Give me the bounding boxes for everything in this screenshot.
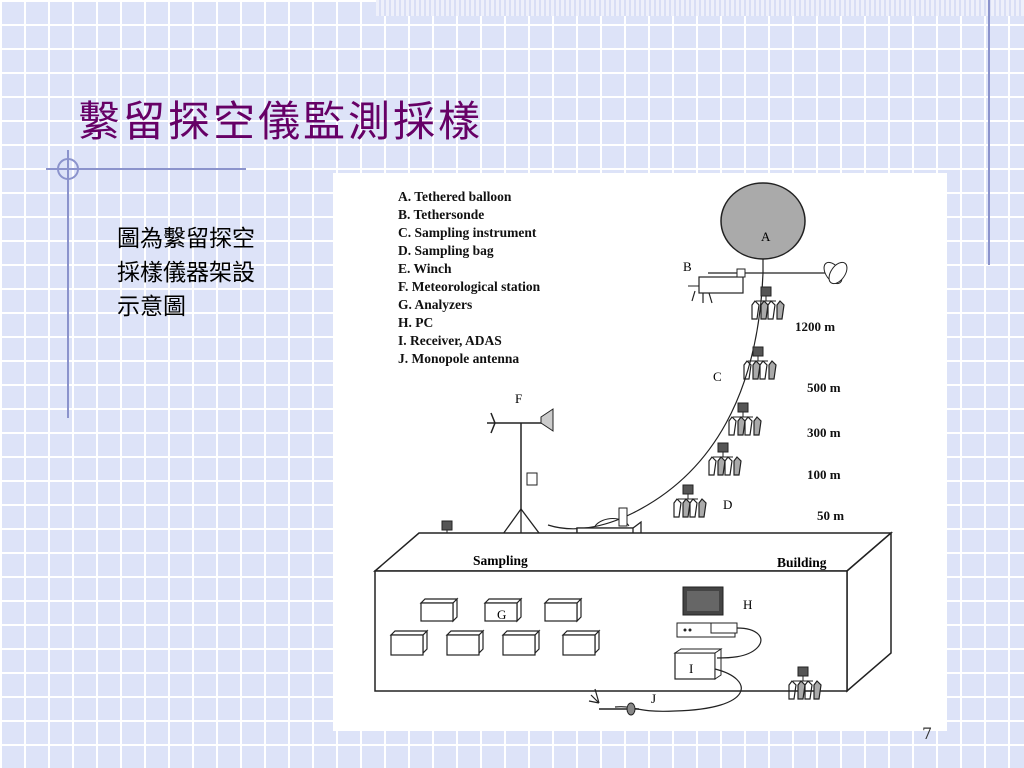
altitude-label: 300 m — [807, 425, 841, 440]
altitude-label: 500 m — [807, 380, 841, 395]
tethersonde-diagram: A. Tethered balloon B. Tethersonde C. Sa… — [333, 173, 947, 731]
label-b: B — [683, 259, 692, 274]
legend-item: D. Sampling bag — [398, 243, 494, 258]
altitude-labels: 1200 m 500 m 300 m 100 m 50 m — [795, 319, 844, 523]
label-d: D — [723, 497, 732, 512]
label-f: F — [515, 391, 522, 406]
legend-item: F. Meteorological station — [398, 279, 541, 294]
legend-item: B. Tethersonde — [398, 207, 484, 222]
sampler-1200m — [752, 287, 784, 319]
left-vertical-rule — [67, 150, 69, 418]
caption-line: 示意圖 — [117, 294, 186, 320]
altitude-label: 100 m — [807, 467, 841, 482]
label-c: C — [713, 369, 722, 384]
pc: H — [676, 586, 752, 638]
caption-line: 採樣儀器架設 — [117, 260, 255, 286]
top-decorative-band — [376, 0, 1024, 16]
diagram-svg: A. Tethered balloon B. Tethersonde C. Sa… — [372, 182, 894, 716]
caption-text: 圖為繫留探空 採樣儀器架設 示意圖 — [117, 222, 327, 324]
caption-line: 圖為繫留探空 — [117, 226, 255, 252]
sampler-50m — [674, 485, 706, 517]
rule-circle-ornament — [57, 158, 79, 180]
legend-item: C. Sampling instrument — [398, 225, 537, 240]
building-label: Building — [777, 555, 827, 570]
monopole-antenna: J — [588, 688, 656, 716]
label-g: G — [497, 607, 506, 622]
label-j: J — [651, 691, 656, 706]
legend-item: J. Monopole antenna — [398, 351, 519, 366]
sampler-100m — [709, 443, 741, 475]
receiver: I — [673, 648, 723, 680]
legend-item: I. Receiver, ADAS — [398, 333, 502, 348]
legend: A. Tethered balloon B. Tethersonde C. Sa… — [398, 189, 541, 366]
slide-title: 繫留探空儀監測採樣 — [78, 97, 484, 146]
pc-cable — [716, 627, 762, 659]
sampling-label: Sampling — [473, 553, 528, 568]
page-number: 7 — [922, 724, 933, 743]
tether-line — [547, 272, 764, 530]
legend-item: H. PC — [398, 315, 433, 330]
meteorological-station: F — [487, 391, 554, 542]
label-a: A — [761, 229, 771, 244]
altitude-label: 50 m — [817, 508, 844, 523]
label-h: H — [743, 597, 752, 612]
legend-item: G. Analyzers — [398, 297, 472, 312]
analyzers — [389, 597, 601, 656]
title-underline-rule — [46, 168, 246, 170]
label-i: I — [689, 661, 693, 676]
legend-item: E. Winch — [398, 261, 452, 276]
tethered-balloon: A — [708, 182, 848, 285]
tethersonde: B — [683, 259, 746, 304]
altitude-label: 1200 m — [795, 319, 835, 334]
sampler-500m — [744, 347, 776, 379]
right-vertical-rule — [988, 0, 990, 265]
legend-item: A. Tethered balloon — [398, 189, 512, 204]
